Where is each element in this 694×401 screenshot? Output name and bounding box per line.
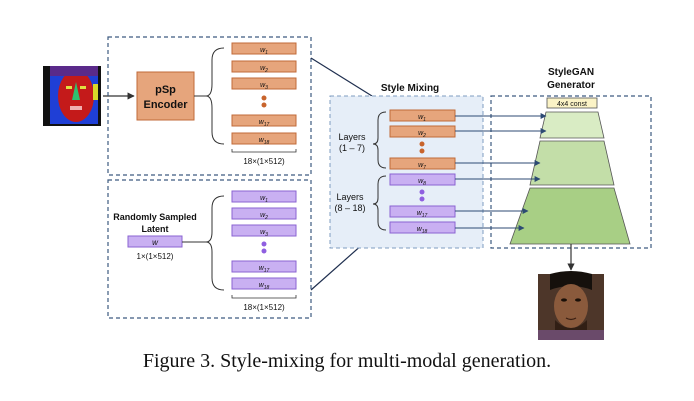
connector-top: [310, 57, 373, 97]
svg-text:w2: w2: [260, 65, 268, 74]
svg-text:w17: w17: [417, 210, 428, 219]
encoder-group-box: [107, 36, 312, 176]
encoder-w-stack: w1 w2 w3 w17 w18: [231, 42, 297, 146]
style-mixing-title: Style Mixing: [381, 83, 439, 94]
generator-block-2: [529, 140, 615, 186]
random-stack-shape: 18×(1×512): [243, 303, 285, 312]
svg-text:w18: w18: [417, 226, 428, 235]
const-input-box: [546, 97, 598, 109]
generator-title-line1: StyleGAN: [548, 67, 594, 78]
svg-text:w7: w7: [418, 162, 426, 171]
svg-text:w1: w1: [418, 114, 426, 123]
mixing-brace-a: [372, 111, 387, 169]
mixed-w-stack: w1 w2 w7 w8 w17 w18: [389, 109, 456, 235]
svg-text:w2: w2: [260, 212, 268, 221]
output-face-image: [538, 271, 604, 340]
random-w-stack: w1 w2 w3 w17 w18: [231, 190, 297, 291]
input-segmentation-map: [43, 66, 101, 126]
svg-text:w18: w18: [259, 137, 270, 146]
psp-encoder-block: [136, 71, 195, 121]
encoder-label-line1: pSp: [155, 84, 176, 96]
svg-text:w2: w2: [418, 130, 426, 139]
random-w-label: w: [152, 238, 159, 247]
svg-text:w1: w1: [260, 195, 268, 204]
layers-b-label-1: Layers: [336, 192, 364, 202]
random-label-line2: Latent: [142, 224, 169, 234]
encoder-brace: [205, 47, 225, 145]
svg-text:w3: w3: [260, 82, 268, 91]
encoder-label-line2: Encoder: [143, 99, 188, 111]
mixing-brace-b: [372, 175, 387, 231]
layers-a-label-1: Layers: [338, 132, 366, 142]
svg-text:w8: w8: [418, 178, 426, 187]
layers-b-label-2: (8 – 18): [334, 203, 365, 213]
layers-a-label-2: (1 – 7): [339, 143, 365, 153]
generator-block-3: [509, 187, 631, 245]
encoder-stack-shape: 18×(1×512): [243, 157, 285, 166]
svg-text:w18: w18: [259, 282, 270, 291]
const-input-label: 4x4 const: [557, 101, 587, 108]
svg-text:w17: w17: [259, 119, 270, 128]
mixing-to-generator-arrows: [455, 113, 547, 231]
svg-text:w1: w1: [260, 47, 268, 56]
random-brace: [205, 195, 225, 291]
figure-caption: Figure 3. Style-mixing for multi-modal g…: [142, 350, 552, 372]
random-group-box: [107, 179, 312, 319]
generator-title-line2: Generator: [547, 80, 595, 91]
svg-text:w3: w3: [260, 229, 268, 238]
random-label-line1: Randomly Sampled: [113, 212, 197, 222]
random-w-shape: 1×(1×512): [137, 252, 174, 261]
generator-block-1: [539, 111, 605, 139]
svg-text:w17: w17: [259, 265, 270, 274]
